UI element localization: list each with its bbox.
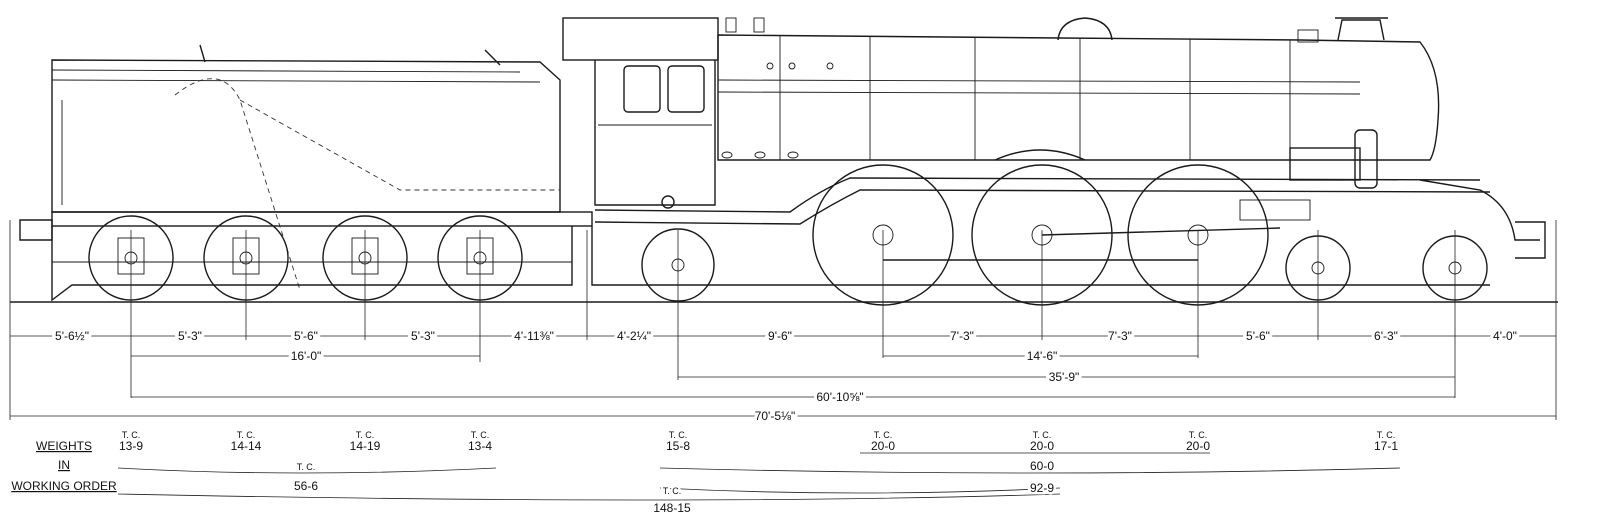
unit-label: T. C. [874,430,893,440]
dim-tender-to-coupling: 4'-11⅜" [514,329,554,343]
dim-driving-1-2: 7'-3" [950,329,974,343]
dimension-lines [9,220,1557,420]
axle-weight: 14-19 [350,439,381,453]
axle-weight: 20-0 [1186,439,1210,453]
weights-label-line1: WEIGHTS [36,439,92,453]
coupled-total-weight: 60-0 [1030,459,1054,473]
axle-weight-units: T. C. T. C. T. C. T. C. T. C. T. C. T. C… [122,430,1396,440]
tender [19,44,593,302]
weights-label-line2: IN [58,458,70,472]
unit-label: T. C. [297,462,316,472]
axle-weight: 17-1 [1374,439,1398,453]
unit-label: T. C. [663,486,682,496]
dim-coupling-to-trailing: 4'-2¼" [617,329,651,343]
dimension-row-1: 5'-6½" 5'-3" 5'-6" 5'-3" 4'-11⅜" 4'-2¼" … [52,326,1520,346]
dim-coupled-wheelbase: 14'-6" [1027,349,1058,363]
unit-label: T. C. [1377,430,1396,440]
unit-label: T. C. [1189,430,1208,440]
dim-tender-wheelbase: 16'-0" [291,349,322,363]
axle-weight: 20-0 [871,439,895,453]
dim-tender-axle-3-4: 5'-3" [411,329,435,343]
dim-driving-2-3: 7'-3" [1108,329,1132,343]
unit-label: T. C. [237,430,256,440]
dim-trailing-to-driving: 9'-6" [768,329,792,343]
axle-weight: 15-8 [666,439,690,453]
dim-bogie-wheelbase: 6'-3" [1374,329,1398,343]
unit-label: T. C. [1033,430,1052,440]
dim-front-overhang-tender: 5'-6½" [55,329,89,343]
axle-weights: 13-9 14-14 14-19 13-4 15-8 20-0 20-0 20-… [119,439,1398,453]
dim-engine-wheelbase: 35'-9" [1049,370,1080,384]
unit-label: T. C. [471,430,490,440]
cab [562,17,719,209]
dim-front-overhang: 4'-0" [1493,329,1517,343]
unit-label: T. C. [669,430,688,440]
weights-label-line3: WORKING ORDER [11,479,117,493]
axle-weight: 14-14 [231,439,262,453]
weight-totals: T. C. 56-6 60-0 92-9 T. C. 148-15 [294,457,1057,516]
axle-weight: 20-0 [1030,439,1054,453]
dim-driving-to-bogie: 5'-6" [1246,329,1270,343]
tender-wheels [88,215,523,301]
dimension-totals: 16'-0" 14'-6" 35'-9" 60'-10⅝" 70'-5⅛" [288,346,1083,426]
dim-total-wheelbase: 60'-10⅝" [816,390,863,404]
dim-tender-axle-1-2: 5'-3" [178,329,202,343]
bogie-and-trailing-wheels [641,228,1488,302]
engine-total-weight: 92-9 [1030,481,1054,495]
grand-total-weight: 148-15 [653,501,691,515]
axle-weight: 13-9 [119,439,143,453]
dim-overall-length: 70'-5⅛" [755,409,796,423]
engine-frames [591,149,1491,286]
smokebox [1289,129,1546,259]
dim-tender-axle-2-3: 5'-6" [294,329,318,343]
axle-weight: 13-4 [468,439,492,453]
weights-label: WEIGHTS IN WORKING ORDER [11,439,117,493]
tender-total-weight: 56-6 [294,479,318,493]
boiler [717,17,1440,161]
unit-label: T. C. [356,430,375,440]
weight-group-brackets [117,452,1401,501]
driving-wheels [812,164,1311,306]
tender-axleboxes [117,237,494,275]
unit-label: T. C. [122,430,141,440]
